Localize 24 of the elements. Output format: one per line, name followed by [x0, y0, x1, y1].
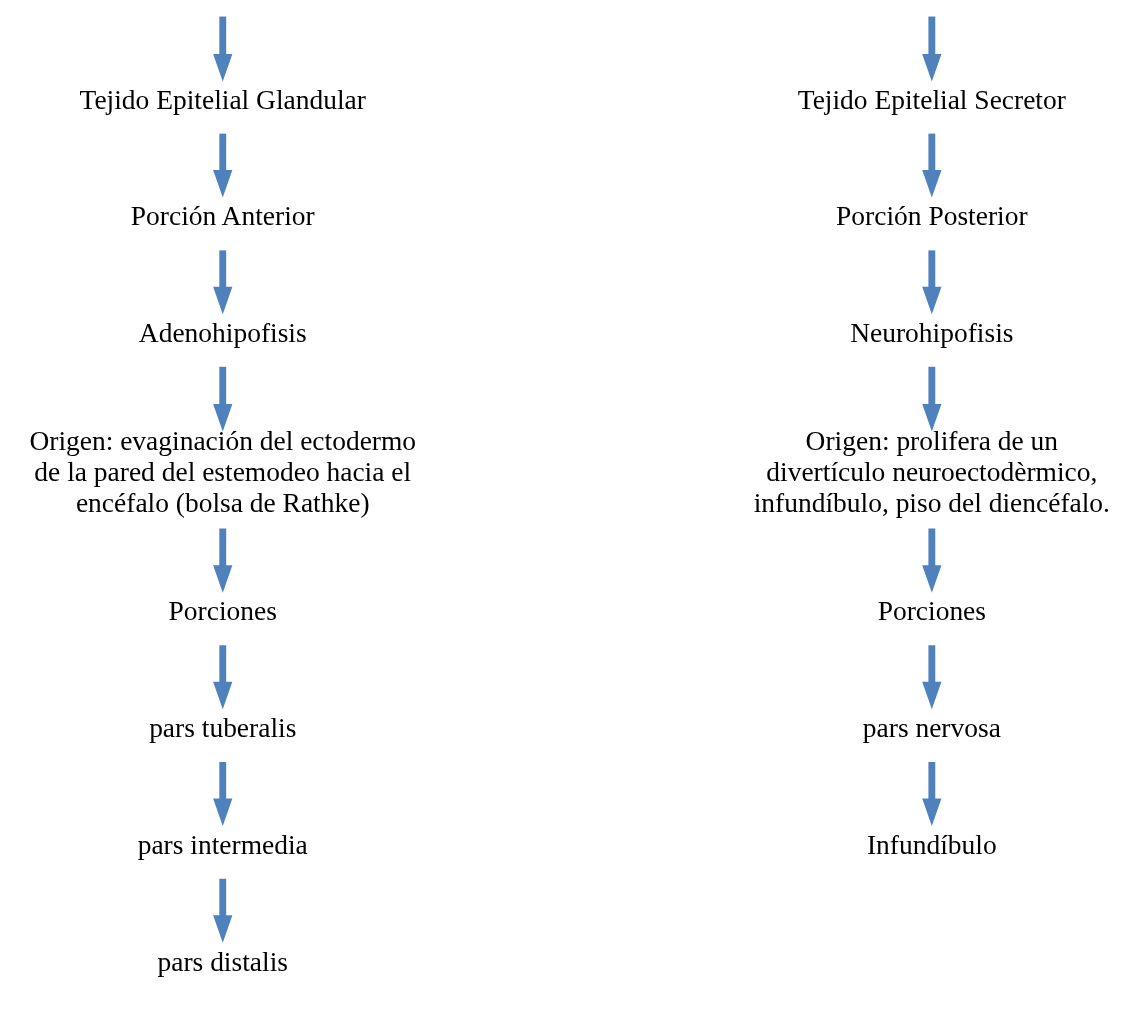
- arrow: [922, 133, 942, 198]
- arrow: [213, 878, 233, 943]
- node-text: Origen: prolifera de un divertículo neuroectodèrmico, infundíbulo, piso del diencéfalo.: [753, 426, 1110, 519]
- node-text: Neurohipofisis: [850, 318, 1014, 349]
- node-text: Porciones: [877, 596, 987, 627]
- node-text: pars nervosa: [862, 713, 1001, 744]
- node-text: Origen: evaginación del ectodermo de la pared del estemodeo hacia el encéfalo (bolsa de Rathke): [29, 426, 417, 519]
- arrow: [922, 16, 942, 82]
- node-text: pars tuberalis: [149, 713, 297, 744]
- arrow: [922, 528, 942, 593]
- node-text: Tejido Epitelial Glandular: [79, 84, 366, 115]
- node-text: Porción Anterior: [130, 201, 315, 232]
- node-text: Infundíbulo: [866, 829, 997, 860]
- arrow: [213, 366, 233, 432]
- node-text: Porciones: [168, 596, 277, 627]
- arrow: [922, 366, 942, 432]
- node-text: pars distalis: [157, 946, 288, 977]
- node-text: pars intermedia: [137, 829, 308, 860]
- arrow: [213, 16, 233, 82]
- arrow: [213, 528, 233, 593]
- node-text: Porción Posterior: [836, 201, 1028, 232]
- arrow: [213, 133, 233, 198]
- node-text: Tejido Epitelial Secretor: [797, 84, 1066, 115]
- node-text: Adenohipofisis: [138, 318, 307, 349]
